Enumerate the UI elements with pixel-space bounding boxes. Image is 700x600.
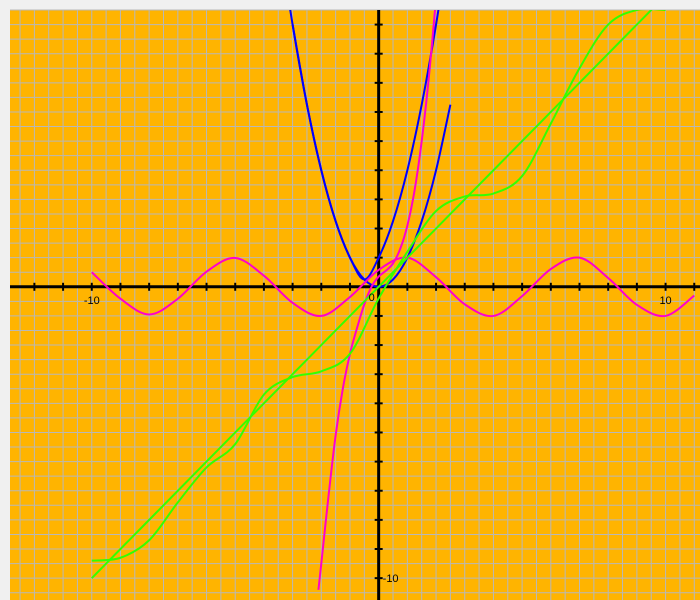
plot-area xyxy=(10,10,700,600)
y-tick-label: -10 xyxy=(383,573,399,585)
series-line-6 xyxy=(91,10,666,562)
series-line-4 xyxy=(317,10,437,590)
x-tick-label: -10 xyxy=(84,295,100,307)
curves xyxy=(91,10,695,590)
series-line-2 xyxy=(291,10,440,281)
origin-label: 0 xyxy=(369,292,375,304)
series-line-3 xyxy=(91,256,695,318)
axis-labels: 0 -10 10 -10 xyxy=(84,292,672,585)
series-line-5 xyxy=(91,10,653,579)
grid xyxy=(10,9,700,600)
x-tick-label: 10 xyxy=(659,295,671,307)
axes xyxy=(10,10,700,600)
